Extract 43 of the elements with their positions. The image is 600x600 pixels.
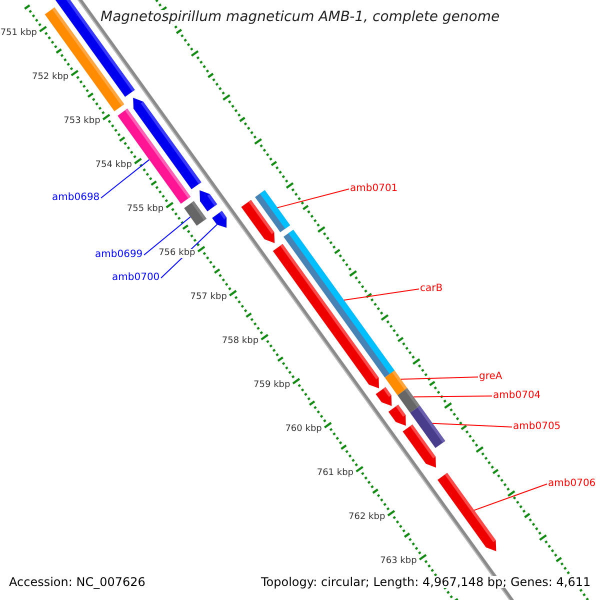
- gene-block: [388, 404, 406, 426]
- gene-block: [438, 472, 496, 552]
- position-label: 752 kbp: [32, 72, 69, 82]
- gene-label: amb0698: [52, 193, 100, 203]
- position-label: 763 kbp: [380, 556, 417, 566]
- position-label: 759 kbp: [254, 380, 290, 390]
- position-label: 755 kbp: [126, 204, 164, 214]
- gene-bar: [118, 108, 191, 204]
- gene-block: [402, 424, 436, 468]
- gene-label: amb0700: [112, 273, 160, 283]
- leader-line: [432, 422, 512, 428]
- leader-line: [100, 159, 150, 198]
- gene-label: amb0701: [350, 184, 398, 194]
- position-label: 758 kbp: [222, 336, 259, 346]
- leader-line: [276, 188, 350, 208]
- position-label: 761 kbp: [316, 468, 354, 478]
- gene-bar: [184, 201, 206, 226]
- position-label: 757 kbp: [190, 292, 227, 302]
- gene-bar: [284, 230, 394, 378]
- gene-block: [200, 190, 218, 212]
- gene-label: amb0699: [95, 250, 143, 260]
- position-label: 762 kbp: [348, 512, 386, 522]
- gene-label: amb0704: [493, 391, 541, 401]
- leader-line: [400, 376, 478, 380]
- leader-line: [343, 288, 420, 301]
- leader-line: [474, 484, 548, 511]
- gene-block: [376, 387, 392, 406]
- gene-label: carB: [420, 284, 443, 294]
- position-label: 760 kbp: [285, 424, 322, 434]
- gene-block: [212, 210, 227, 228]
- footer-text: Accession: NC_007626: [9, 576, 146, 588]
- position-label: 756 kbp: [158, 248, 196, 258]
- position-label: 751 kbp: [0, 28, 37, 38]
- position-label: 754 kbp: [95, 160, 132, 170]
- gene-label: greA: [479, 372, 502, 382]
- gene-bar: [255, 190, 290, 232]
- gene-label: amb0705: [513, 422, 561, 432]
- position-label: 753 kbp: [64, 116, 100, 126]
- leader-line: [144, 216, 191, 256]
- footer-text: Topology: circular; Length: 4,967,148 bp; Genes: 4,611: [261, 576, 591, 588]
- leader-line: [413, 396, 492, 398]
- title: Magnetospirillum magneticum AMB-1, complete genome: [100, 10, 500, 24]
- gene-label: amb0706: [548, 479, 596, 489]
